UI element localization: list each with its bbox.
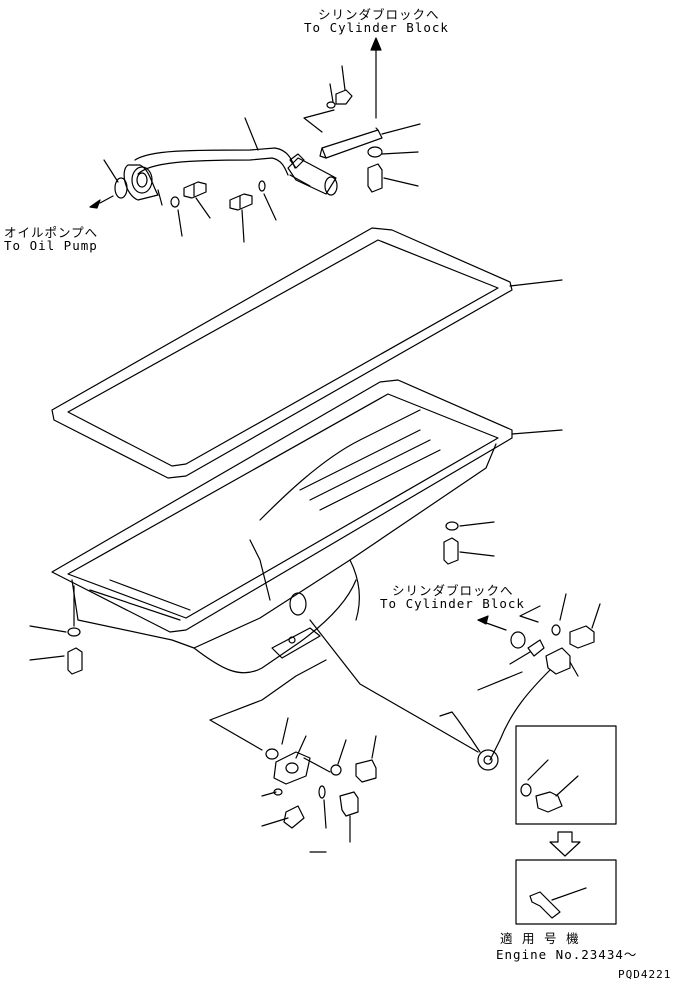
inset-box-2 — [515, 859, 617, 925]
to-oil-pump-en: To Oil Pump — [4, 238, 98, 253]
drawing-code: PQD4221 — [618, 968, 672, 981]
to-oil-pump-jp: オイルポンプへ — [4, 225, 99, 240]
drain-plug-parts — [209, 659, 377, 853]
oil-pan — [51, 379, 563, 674]
to-cylinder-block-mid-jp: シリンダブロックへ — [392, 583, 514, 598]
to-cylinder-block-top-jp: シリンダブロックへ — [318, 7, 440, 22]
to-cylinder-block-mid-en: To Cylinder Block — [380, 596, 525, 611]
applicable-serial-en: Engine No.23434～ — [496, 947, 638, 962]
applicable-serial-jp: 適 用 号 機 — [500, 931, 580, 946]
oil-pan-gasket — [51, 227, 563, 479]
pan-bolts — [29, 521, 495, 675]
oil-level-sensor-assembly — [309, 593, 601, 771]
inset-box-1 — [515, 725, 617, 857]
to-cylinder-block-top-en: To Cylinder Block — [304, 20, 449, 35]
oil-suction-pipe-assembly — [89, 37, 421, 243]
